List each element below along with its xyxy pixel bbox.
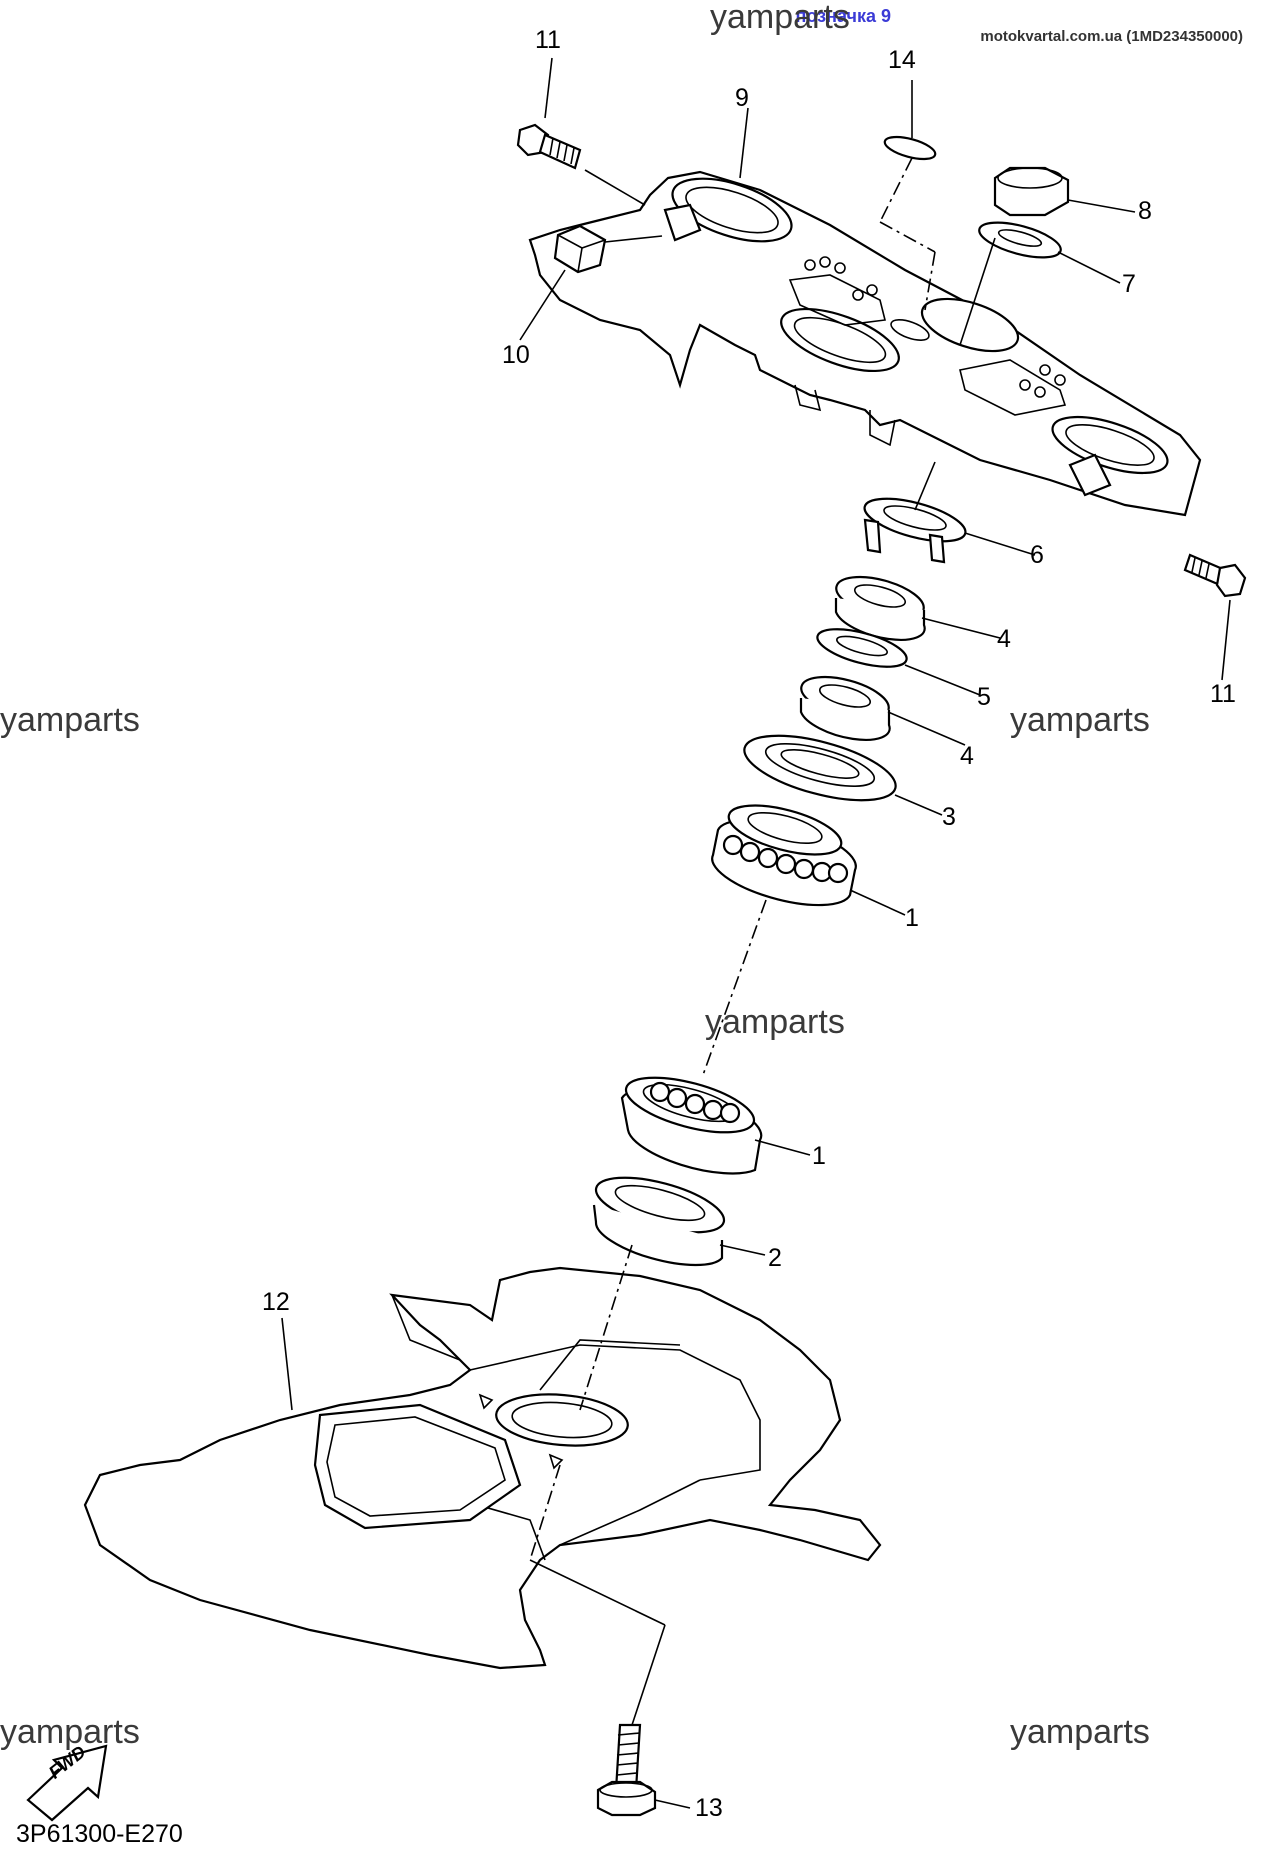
watermark-mid-right: yamparts xyxy=(1010,701,1150,739)
bolt-part-13 xyxy=(596,1723,657,1817)
upper-bracket-part xyxy=(528,170,1202,517)
watermark-top: yamparts xyxy=(710,0,850,36)
callout-1-lower: 1 xyxy=(812,1142,826,1170)
callout-3: 3 xyxy=(942,803,956,831)
watermark-mid-left: yamparts xyxy=(0,701,140,739)
callout-11-upper: 11 xyxy=(535,26,561,54)
callout-6: 6 xyxy=(1030,541,1044,569)
callout-4-lower: 4 xyxy=(960,742,974,770)
callout-7: 7 xyxy=(1122,270,1136,298)
washer-part-7 xyxy=(978,221,1062,259)
callout-2: 2 xyxy=(768,1244,782,1272)
header-tag: позначка 9 xyxy=(795,6,892,26)
header-site-label: motokvartal.com.ua (1MD234350000) xyxy=(980,28,1243,45)
diagram-code: 3P61300-E270 xyxy=(16,1820,183,1848)
watermark-center: yamparts xyxy=(705,1003,845,1041)
spacer-part-10 xyxy=(553,224,607,274)
seal-part-2 xyxy=(592,1176,726,1267)
bolt-11-right xyxy=(1183,553,1247,598)
bolt-11-upper xyxy=(516,123,582,170)
callout-14: 14 xyxy=(888,46,916,74)
plate-part-14 xyxy=(883,135,937,161)
leader-lines xyxy=(281,57,1231,1809)
callout-11-right: 11 xyxy=(1210,680,1236,708)
callout-13: 13 xyxy=(695,1794,723,1822)
bearing-part-1-lower xyxy=(620,1076,763,1175)
callout-4-upper: 4 xyxy=(997,625,1011,653)
callout-5: 5 xyxy=(977,683,991,711)
callout-9: 9 xyxy=(735,84,749,112)
callout-1-upper: 1 xyxy=(905,904,919,932)
callout-10: 10 xyxy=(502,341,530,369)
watermark-bottom-left: yamparts xyxy=(0,1713,140,1751)
bearing-part-1-upper xyxy=(711,804,857,907)
washer-part-5 xyxy=(816,628,908,668)
callout-12: 12 xyxy=(262,1288,290,1316)
watermark-bottom-right: yamparts xyxy=(1010,1713,1150,1751)
lower-bracket-part-12 xyxy=(83,1266,882,1670)
fwd-arrow-icon xyxy=(26,1744,108,1822)
callout-8: 8 xyxy=(1138,197,1152,225)
nut-part-8 xyxy=(993,166,1070,217)
ring-nut-part-4-lower xyxy=(799,675,891,741)
dust-seal-part-3 xyxy=(743,734,897,802)
ring-nut-part-4-upper xyxy=(834,575,926,641)
lock-washer-part-6 xyxy=(863,497,967,564)
